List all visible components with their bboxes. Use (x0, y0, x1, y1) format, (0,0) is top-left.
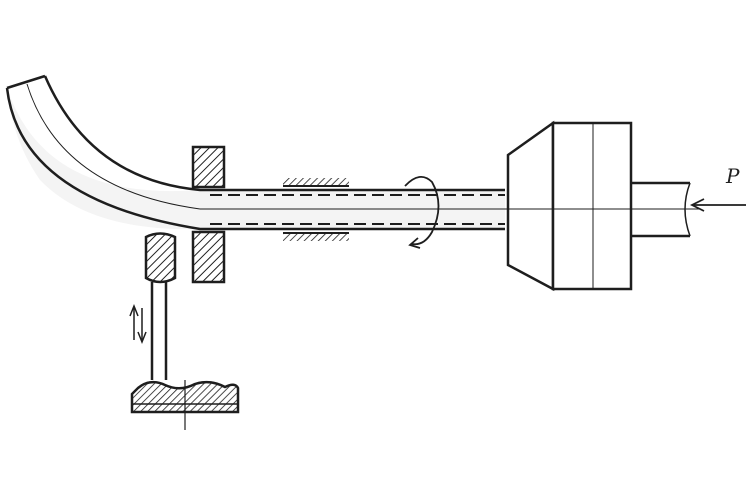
sliding-supports (283, 178, 349, 241)
push-rod-break (684, 182, 691, 237)
pushing-head-body (551, 121, 633, 291)
pipe-centerline-curved (26, 83, 201, 210)
bending-roller-assembly (129, 232, 240, 430)
upper-support-hatch (283, 178, 349, 186)
lower-support-hatch (283, 233, 349, 241)
up-arrow-head (129, 303, 139, 317)
pushing-head-cone (506, 120, 555, 292)
pipe-end (6, 74, 46, 90)
guide-rollers (191, 145, 226, 284)
force-label: P (726, 164, 740, 188)
bending-roller (144, 232, 177, 284)
pushing-head (506, 120, 633, 292)
force-arrow (689, 198, 746, 212)
lower-guide-roller (191, 230, 226, 284)
push-rod (631, 181, 691, 238)
pipe-inner-wall (5, 87, 505, 231)
rotation-arrow-head (408, 237, 421, 249)
pipe-outer-wall (43, 75, 505, 192)
down-arrow-head (137, 331, 147, 345)
upper-guide-roller (191, 145, 226, 189)
force-arrow-head (689, 198, 705, 212)
rotation-arrow (404, 176, 440, 249)
